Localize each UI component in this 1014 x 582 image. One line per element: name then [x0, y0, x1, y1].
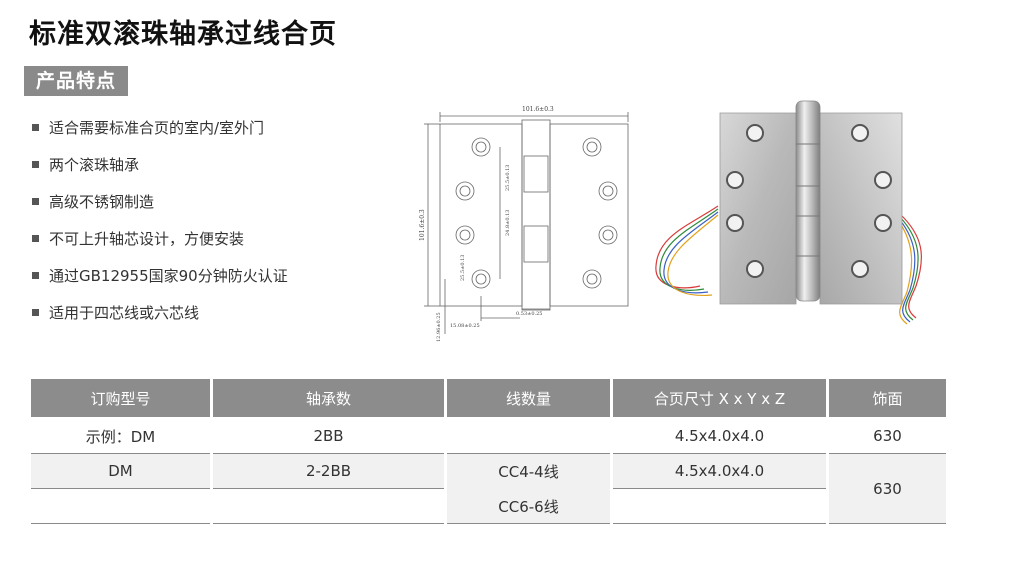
bullet-icon [32, 161, 39, 168]
col-header-wires: 线数量 [447, 379, 610, 419]
feature-text: 适合需要标准合页的室内/室外门 [49, 119, 265, 137]
table-row: CC6-6线 [31, 489, 946, 524]
dim-2: 24.8±0.13 [505, 210, 511, 236]
dim-4: 0.53±0.25 [516, 311, 542, 317]
cell-finish: 630 [829, 419, 946, 454]
feature-item: 高级不锈钢制造 [32, 191, 288, 228]
dim-5: 15.08±0.25 [450, 323, 480, 329]
cell-bearings-empty [213, 489, 444, 524]
dim-width: 101.6±0.3 [522, 106, 554, 113]
feature-text: 两个滚珠轴承 [49, 156, 140, 174]
feature-item: 通过GB12955国家90分钟防火认证 [32, 265, 288, 302]
section-tag: 产品特点 [24, 66, 128, 96]
feature-text: 不可上升轴芯设计，方便安装 [49, 230, 245, 248]
page-title: 标准双滚珠轴承过线合页 [29, 19, 337, 50]
bullet-icon [32, 309, 39, 316]
dim-height: 101.6±0.3 [419, 209, 426, 241]
bullet-icon [32, 198, 39, 205]
hinge-product-photo [655, 100, 922, 325]
feature-item: 适合需要标准合页的室内/室外门 [32, 117, 288, 154]
col-header-model: 订购型号 [31, 379, 210, 419]
dim-6: 12.96±0.25 [436, 312, 442, 342]
col-header-size: 合页尺寸 X x Y x Z [613, 379, 826, 419]
dim-3: 25.5±0.13 [460, 255, 466, 281]
feature-list: 适合需要标准合页的室内/室外门 两个滚珠轴承 高级不锈钢制造 不可上升轴芯设计，… [32, 117, 288, 339]
bullet-icon [32, 235, 39, 242]
cell-wires [447, 419, 610, 454]
col-header-finish: 饰面 [829, 379, 946, 419]
cell-finish: 630 [829, 454, 946, 524]
cell-wires: CC4-4线 [447, 454, 610, 489]
feature-text: 高级不锈钢制造 [49, 193, 155, 211]
cell-size: 4.5x4.0x4.0 [613, 454, 826, 489]
spec-table: 订购型号 轴承数 线数量 合页尺寸 X x Y x Z 饰面 示例：DM 2BB… [28, 379, 949, 524]
table-row: 示例：DM 2BB 4.5x4.0x4.0 630 [31, 419, 946, 454]
feature-item: 不可上升轴芯设计，方便安装 [32, 228, 288, 265]
feature-text: 通过GB12955国家90分钟防火认证 [49, 267, 288, 285]
dim-1: 25.5±0.13 [505, 165, 511, 191]
feature-text: 适用于四芯线或六芯线 [49, 304, 200, 322]
cell-bearings: 2-2BB [213, 454, 444, 489]
table-row: DM 2-2BB CC4-4线 4.5x4.0x4.0 630 [31, 454, 946, 524]
cell-bearings: 2BB [213, 419, 444, 454]
cell-size: 4.5x4.0x4.0 [613, 419, 826, 454]
bullet-icon [32, 272, 39, 279]
cell-model: 示例：DM [31, 419, 210, 454]
feature-item: 两个滚珠轴承 [32, 154, 288, 191]
feature-item: 适用于四芯线或六芯线 [32, 302, 288, 339]
cell-size-empty [613, 489, 826, 524]
cell-model: DM [31, 454, 210, 489]
col-header-bearings: 轴承数 [213, 379, 444, 419]
cell-model-empty [31, 489, 210, 524]
hinge-technical-drawing: 101.6±0.3 101.6±0.3 25.5±0.13 24.8±0.13 … [419, 106, 629, 342]
bullet-icon [32, 124, 39, 131]
cell-wires: CC6-6线 [447, 489, 610, 524]
